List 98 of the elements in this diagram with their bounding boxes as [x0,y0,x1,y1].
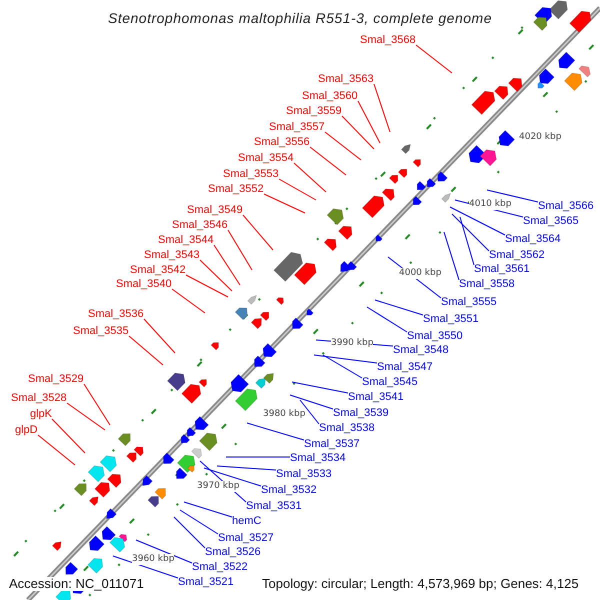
gene-label: Smal_3554 [238,152,294,165]
leader-line [186,274,228,298]
leader-line [144,318,176,354]
gene-label: hemC [232,515,262,528]
position-label: 3970 kbp [197,481,240,492]
gene-label: Smal_3548 [393,344,449,357]
leader-line [112,556,178,578]
leader-line [214,244,240,286]
gene-label: Smal_3559 [286,105,342,118]
gene-label: Smal_3560 [302,90,358,103]
gene-label: Smal_3547 [377,361,433,374]
position-label: 3960 kbp [132,554,174,565]
gene-label: glpK [30,408,52,421]
leader-line [242,214,274,250]
leader-line [84,384,110,426]
gene-label: Smal_3543 [144,249,200,262]
leader-line [226,456,290,458]
gene-label: Smal_3527 [218,532,274,545]
leader-line [342,116,374,150]
gene-label: Smal_3558 [459,278,515,291]
gene-label: Smal_3556 [254,136,310,149]
leader-line [300,400,320,424]
gene-label: Smal_3535 [73,325,129,338]
gene-label: Smal_3557 [269,121,325,134]
leader-line [450,206,506,236]
gene-label: Smal_3561 [474,263,530,276]
leader-line [452,214,490,252]
gene-label: Smal_3553 [223,168,279,181]
leader-line [172,288,206,314]
leader-line [128,336,164,366]
gene-label: Smal_3529 [28,373,84,386]
position-label: 4010 kbp [469,199,512,210]
leader-line [486,190,538,202]
leader-line [460,216,474,266]
gene-label: Smal_3531 [246,500,302,513]
gene-label: Smal_3542 [130,264,186,277]
genome-info-text: Topology: circular; Length: 4,573,969 bp; Genes: 4,125 [262,577,579,591]
gene-label: Smal_3522 [192,561,248,574]
gene-label: Smal_3551 [423,313,479,326]
leader-line [294,162,326,192]
gene-label: Smal_3532 [261,484,317,497]
gene-label: Smal_3537 [304,438,360,451]
leader-line [374,84,390,132]
gene-label: Smal_3550 [407,330,463,343]
leader-line [292,382,348,394]
position-label: 4020 kbp [519,132,562,143]
gene-label: Smal_3521 [178,576,234,589]
gene-label: Smal_3536 [88,308,144,321]
position-label: 4000 kbp [399,268,442,279]
gene-label: glpD [15,424,38,437]
leader-line [38,434,76,466]
leader-line [200,260,232,292]
gene-label: Smal_3541 [348,391,404,404]
leader-line [174,516,206,548]
leader-line [228,230,252,270]
gene-label: Smal_3552 [208,183,264,196]
gene-label: Smal_3544 [158,234,214,247]
leader-line [136,540,192,564]
leader-line [322,354,362,378]
leader-line [310,146,346,176]
leader-line [52,418,86,454]
leader-line [358,100,380,144]
position-label: 3990 kbp [331,338,374,349]
gene-label: Smal_3545 [362,376,418,389]
gene-label: Smal_3533 [276,468,332,481]
gene-label: Smal_3549 [187,204,243,217]
gene-label: Smal_3546 [172,219,228,232]
leader-line [66,402,106,430]
gene-label: Smal_3563 [318,73,374,86]
gene-label: Smal_3566 [538,200,594,213]
leader-line [374,300,424,316]
gene-label: Smal_3540 [116,278,172,291]
leader-line [416,44,452,74]
accession-text: Accession: NC_011071 [9,577,144,591]
leader-line [278,178,316,200]
leader-line [314,354,378,364]
gene-label: Smal_3538 [319,422,375,435]
gene-label: Smal_3528 [11,392,67,405]
gene-label: Smal_3562 [489,249,545,262]
title: Stenotrophomonas maltophilia R551-3, complete genome [107,9,493,28]
leader-line [444,232,460,280]
leader-line [366,306,408,332]
leader-line [184,502,232,518]
leader-line [204,468,262,486]
position-label: 3980 kbp [263,409,306,420]
gene-label: Smal_3526 [205,546,261,559]
gene-label: Smal_3555 [441,296,497,309]
leader-line [324,132,362,160]
leader-line [290,394,334,410]
gene-label: Smal_3534 [290,452,346,465]
leader-line [264,194,306,214]
gene-label: Smal_3568 [360,34,416,47]
gene-label: Smal_3564 [505,233,561,246]
gene-label: Smal_3565 [523,215,579,228]
leader-line [216,466,276,470]
leader-line [180,510,218,534]
gene-label: Smal_3539 [333,407,389,420]
leader-line [246,422,304,440]
